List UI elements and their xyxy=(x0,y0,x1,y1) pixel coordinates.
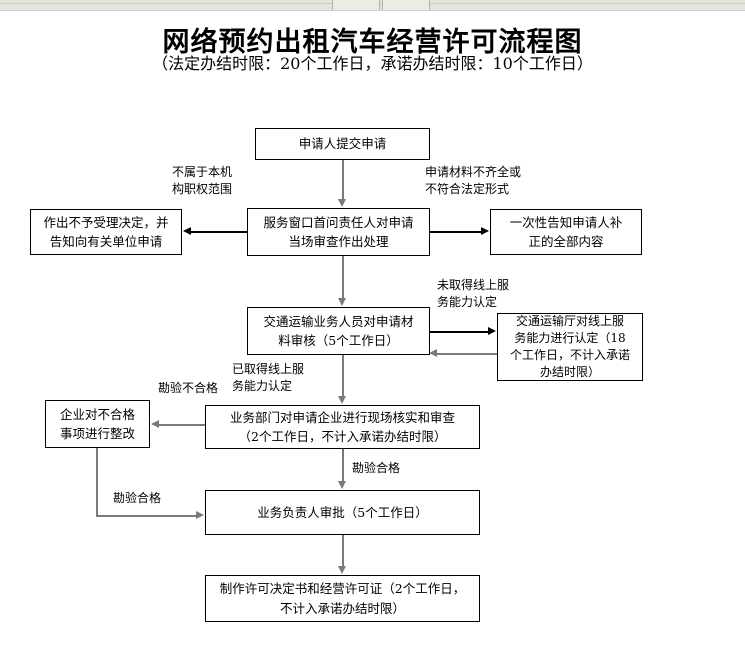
edge-label-inspection-failed: 勘验不合格 xyxy=(158,381,219,395)
connector-submit-to-window-review xyxy=(342,160,344,200)
arrowhead-approval-top xyxy=(338,481,346,489)
edge-label-no-online-certification: 未取得线上服 务能力认定 xyxy=(437,278,510,310)
node-manager-approval[interactable]: 业务负责人审批（5个工作日） xyxy=(205,490,480,535)
arrowhead-one-time-notice xyxy=(481,227,489,235)
node-label: 一次性告知申请人补 正的全部内容 xyxy=(509,214,623,249)
connector-window-review-to-reject xyxy=(190,231,247,233)
node-online-capability-certification[interactable]: 交通运输厅对线上服 务能力进行认定（18 个工作日，不计入承诺 办结时限） xyxy=(497,313,643,381)
connector-approval-to-license xyxy=(342,535,344,567)
node-material-audit[interactable]: 交通运输业务人员对申请材 料审核（5个工作日） xyxy=(247,307,430,355)
node-label: 制作许可决定书和经营许可证（2个工作日， 不计入承诺办结时限） xyxy=(219,581,466,616)
connector-audit-to-inspection xyxy=(342,355,344,397)
node-label: 交通运输业务人员对申请材 料审核（5个工作日） xyxy=(263,313,414,348)
chrome-button-2[interactable] xyxy=(382,0,430,10)
edge-label-has-online-certification: 已取得线上服 务能力认定 xyxy=(232,362,305,394)
page-subtitle: （法定办结时限：20个工作日，承诺办结时限：10个工作日） xyxy=(152,54,593,73)
node-label: 服务窗口首问责任人对申请 当场审查作出处理 xyxy=(263,214,414,249)
node-label: 业务部门对申请企业进行现场核实和审查 （2个工作日，不计入承诺办结时限） xyxy=(229,409,455,444)
arrowhead-site-inspection-top xyxy=(338,396,346,404)
connector-inspection-to-rectification xyxy=(158,424,205,426)
node-issue-license[interactable]: 制作许可决定书和经营许可证（2个工作日， 不计入承诺办结时限） xyxy=(205,575,480,622)
connector-window-review-to-audit xyxy=(342,256,344,299)
edge-label-inspection-passed-main: 勘验合格 xyxy=(352,461,401,475)
edge-label-out-of-scope: 不属于本机 构职权范围 xyxy=(172,165,233,197)
node-label: 业务负责人审批（5个工作日） xyxy=(257,504,428,520)
arrowhead-approval-left xyxy=(196,511,204,519)
node-window-first-review[interactable]: 服务窗口首问责任人对申请 当场审查作出处理 xyxy=(247,208,430,256)
node-label: 交通运输厅对线上服 务能力进行认定（18 个工作日，不计入承诺 办结时限） xyxy=(509,313,630,380)
node-one-time-notice[interactable]: 一次性告知申请人补 正的全部内容 xyxy=(490,209,642,255)
connector-rectification-down xyxy=(96,448,98,516)
edge-label-incomplete-material: 申请材料不齐全或 不符合法定形式 xyxy=(425,165,522,197)
arrowhead-rectification xyxy=(151,420,159,428)
node-label: 企业对不合格 事项进行整改 xyxy=(59,406,135,441)
arrowhead-online-capability xyxy=(488,327,496,335)
node-reject-decision[interactable]: 作出不予受理决定，并 告知向有关单位申请 xyxy=(30,209,182,255)
node-label: 作出不予受理决定，并 告知向有关单位申请 xyxy=(43,214,169,249)
node-label: 申请人提交申请 xyxy=(298,136,387,152)
connector-audit-to-online xyxy=(430,331,488,333)
arrowhead-audit-return xyxy=(429,349,437,357)
connector-online-to-audit-return xyxy=(436,353,497,355)
node-enterprise-rectification[interactable]: 企业对不合格 事项进行整改 xyxy=(45,400,150,448)
arrowhead-window-review-top xyxy=(338,199,346,207)
node-site-inspection[interactable]: 业务部门对申请企业进行现场核实和审查 （2个工作日，不计入承诺办结时限） xyxy=(205,405,480,449)
edge-label-inspection-passed-alt: 勘验合格 xyxy=(113,491,162,505)
node-submit-application[interactable]: 申请人提交申请 xyxy=(255,128,430,160)
connector-inspection-to-approval xyxy=(342,449,344,482)
arrowhead-material-audit-top xyxy=(338,298,346,306)
arrowhead-issue-license-top xyxy=(338,566,346,574)
page-title: 网络预约出租汽车经营许可流程图 xyxy=(162,27,583,58)
chrome-button-1[interactable] xyxy=(332,0,380,10)
arrowhead-reject-notice xyxy=(183,227,191,235)
connector-rectification-to-approval xyxy=(96,515,197,517)
connector-window-review-to-notice xyxy=(430,231,482,233)
